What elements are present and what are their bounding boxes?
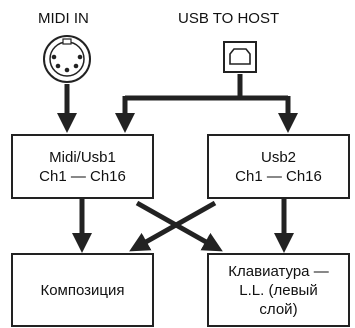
destination-box-keyboard-ll-line2: L.L. (левый <box>239 281 318 299</box>
destination-box-keyboard-ll-line3: слой) <box>259 300 298 318</box>
destination-box-keyboard-ll: Клавиатура — L.L. (левый слой) <box>207 253 350 327</box>
source-box-midi-usb1: Midi/Usb1 Ch1 — Ch16 <box>11 134 154 199</box>
usb-connector-split <box>115 74 298 133</box>
destination-box-composition-label: Композиция <box>40 281 125 299</box>
source-box-usb2: Usb2 Ch1 — Ch16 <box>207 134 350 199</box>
midi-din-connector-icon <box>43 35 91 83</box>
usb-b-connector-icon <box>223 41 257 73</box>
usb-to-host-label: USB TO HOST <box>178 10 280 27</box>
source-box-usb2-line2: Ch1 — Ch16 <box>235 167 322 185</box>
destination-box-composition: Композиция <box>11 253 154 327</box>
source-box-usb2-line1: Usb2 <box>260 148 297 166</box>
source-box-midi-usb1-line2: Ch1 — Ch16 <box>39 167 126 185</box>
destination-box-keyboard-ll-line1: Клавиатура — <box>228 262 329 280</box>
midi-in-label: MIDI IN <box>38 10 89 27</box>
source-box-midi-usb1-line1: Midi/Usb1 <box>49 148 116 166</box>
source1-to-dest2-arrow <box>135 200 223 252</box>
